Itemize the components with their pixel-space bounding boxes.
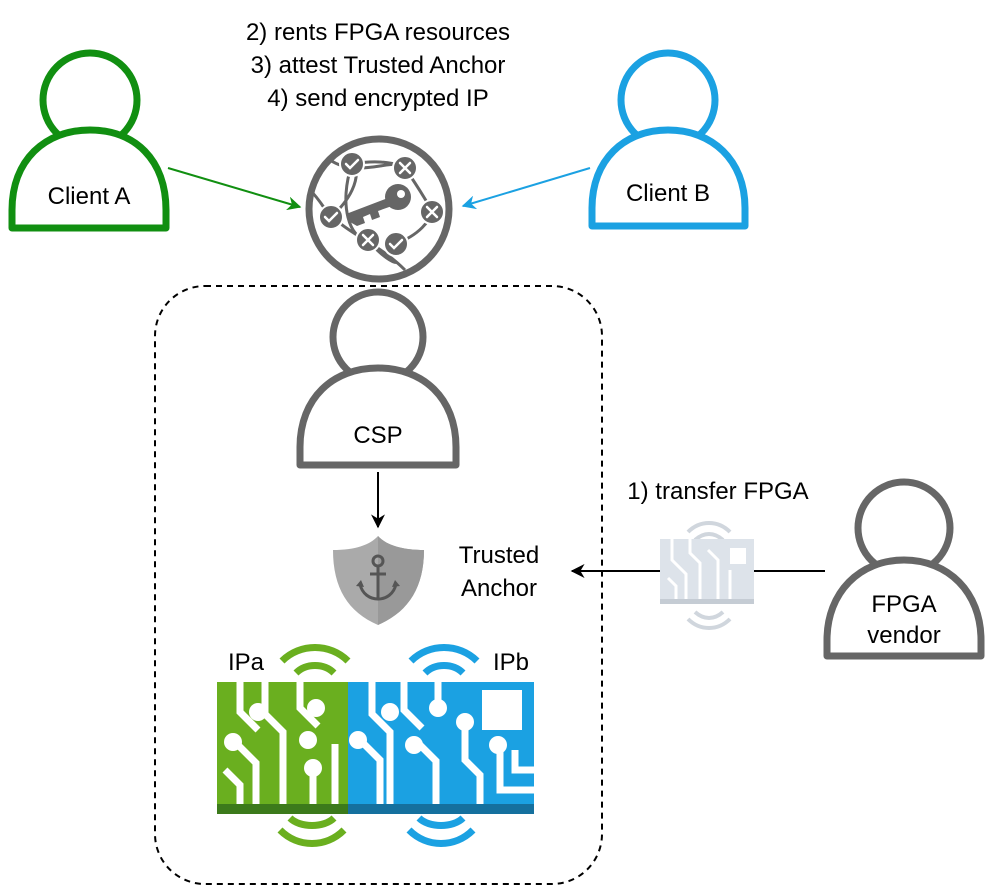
csp-body-icon (296, 364, 460, 469)
client-b-label: Client B (626, 180, 710, 207)
anchor-shield-icon (333, 536, 424, 625)
ipa-label: IPa (228, 649, 265, 676)
arrow-client-a-to-network (167, 167, 302, 211)
transfer-step-label: 1) transfer FPGA (627, 478, 808, 505)
csp-label: CSP (353, 422, 402, 449)
step-label-send-ip: 4) send encrypted IP (267, 85, 488, 112)
fpga-ipb-icon (348, 644, 534, 847)
fpga-vendor-actor: FPGA vendor (823, 478, 985, 660)
trusted-anchor-label-line1: Trusted (459, 542, 539, 569)
vendor-label-line2: vendor (867, 622, 940, 649)
step-label-rents: 2) rents FPGA resources (246, 19, 510, 46)
client-a-actor: Client A (8, 49, 170, 232)
csp-domain-boundary (154, 285, 603, 885)
client-b-actor: Client B (588, 49, 749, 230)
vendor-body-icon (823, 556, 985, 660)
trusted-anchor-label-line2: Anchor (461, 575, 537, 602)
csp-actor: CSP (296, 288, 460, 469)
vendor-label-line1: FPGA (871, 591, 936, 618)
client-a-label: Client A (48, 183, 131, 210)
client-a-body-icon (8, 126, 170, 232)
step-label-attest: 3) attest Trusted Anchor (251, 52, 506, 79)
arrow-client-b-to-network (461, 167, 591, 210)
client-b-body-icon (588, 126, 749, 230)
ipb-label: IPb (493, 649, 529, 676)
fpga-ipa-icon (217, 644, 351, 847)
network-key-icon (305, 135, 453, 283)
fpga-chip-icon (660, 521, 754, 630)
